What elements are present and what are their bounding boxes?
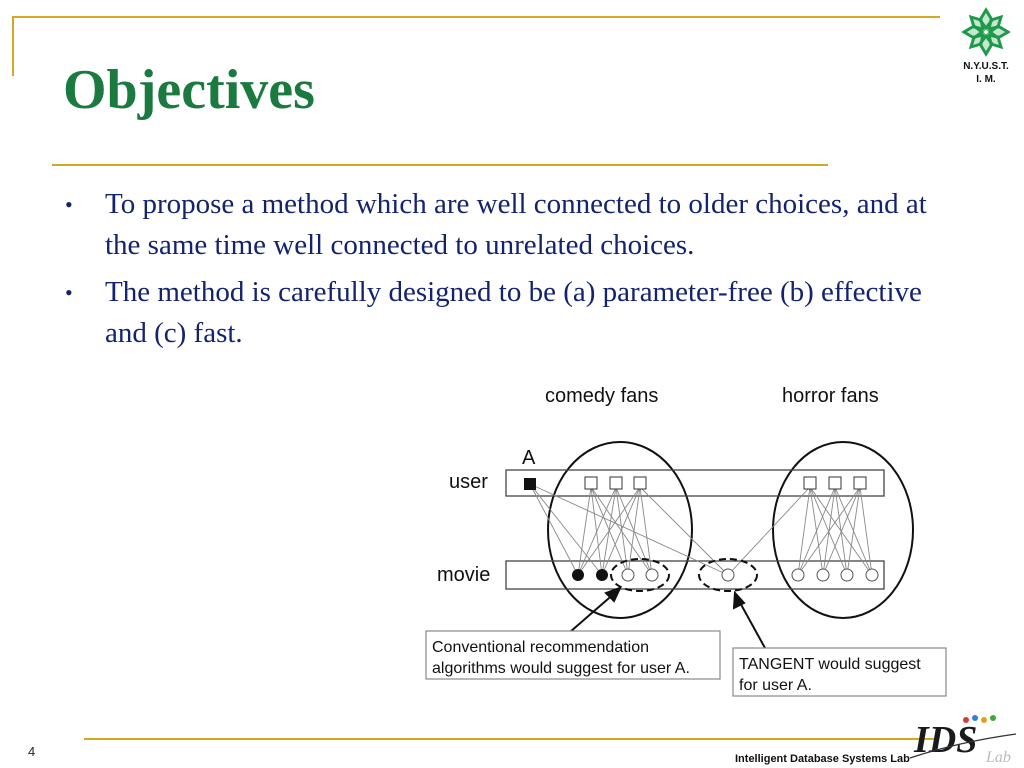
tangent-highlight — [698, 558, 758, 592]
row-label-user: user — [449, 471, 488, 493]
comedy-group-ellipse — [547, 441, 693, 619]
bullet-dot-icon: • — [65, 280, 73, 305]
bullet-text: To propose a method which are well conne… — [105, 188, 927, 261]
nyust-logo-text: N.Y.U.S.T. I. M. — [950, 60, 1022, 86]
horror-group-ellipse — [772, 441, 914, 619]
footer-lab-name: Intelligent Database Systems Lab — [735, 753, 910, 765]
movie-node — [791, 568, 805, 582]
movie-node — [840, 568, 854, 582]
movie-node — [645, 568, 659, 582]
bullet-text: The method is carefully designed to be (… — [105, 276, 922, 349]
nyust-logo-line2: I. M. — [976, 74, 996, 85]
user-node — [803, 476, 817, 490]
conventional-highlight — [610, 558, 670, 592]
tangent-diagram: comedy fans horror fans user movie A — [425, 385, 947, 697]
tangent-callout-box — [732, 647, 947, 697]
page-number: 4 — [28, 744, 36, 759]
title-rule — [52, 164, 828, 166]
movie-node-watched — [596, 569, 608, 581]
ids-logo-script: Lab — [985, 749, 1011, 766]
frame-left-rule — [12, 16, 14, 76]
bullet-item: • To propose a method which are well con… — [60, 184, 960, 266]
ids-lab-logo-icon: IDS Lab — [909, 715, 1017, 766]
group-label-horror: horror fans — [782, 385, 879, 407]
movie-node — [865, 568, 879, 582]
bullet-list: • To propose a method which are well con… — [60, 184, 960, 360]
ids-logo-stars — [963, 715, 996, 723]
user-node — [828, 476, 842, 490]
conventional-callout-line2: algorithms would suggest for user A. — [432, 660, 690, 677]
frame-top-rule — [12, 16, 940, 18]
bullet-item: • The method is carefully designed to be… — [60, 272, 960, 354]
movie-node-watched — [572, 569, 584, 581]
user-node — [853, 476, 867, 490]
user-a-label: A — [522, 447, 536, 469]
movie-node-tangent — [721, 568, 735, 582]
nyust-logo-icon — [961, 7, 1011, 57]
group-label-comedy: comedy fans — [545, 385, 658, 407]
footer-rule — [84, 738, 938, 740]
user-node — [633, 476, 647, 490]
user-row-band — [505, 469, 885, 497]
user-node-a — [524, 478, 536, 490]
conventional-callout-line1: Conventional recommendation — [432, 639, 649, 656]
ids-logo-text: IDS — [913, 719, 977, 761]
tangent-callout-line1: TANGENT would suggest — [739, 656, 921, 673]
user-node — [609, 476, 623, 490]
user-node — [584, 476, 598, 490]
nyust-logo-line1: N.Y.U.S.T. — [963, 61, 1009, 72]
callout-arrows — [569, 586, 766, 649]
slide-title: Objectives — [63, 59, 315, 121]
row-label-movie: movie — [437, 564, 490, 586]
movie-node — [816, 568, 830, 582]
bullet-dot-icon: • — [65, 192, 73, 217]
tangent-callout-line2: for user A. — [739, 677, 812, 694]
movie-node — [621, 568, 635, 582]
conventional-callout-box — [425, 630, 721, 680]
movie-row-band — [505, 560, 885, 590]
